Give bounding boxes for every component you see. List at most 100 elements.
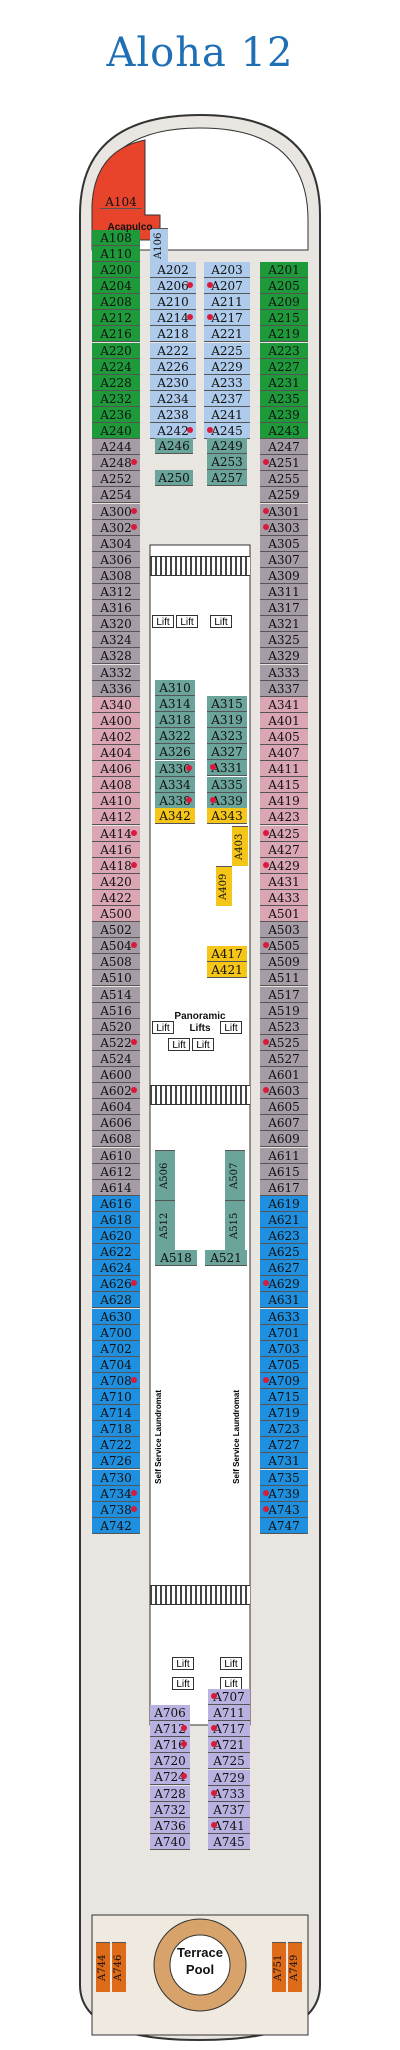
cabin-a751[interactable]: A751: [272, 1942, 286, 1992]
cabin-a517[interactable]: A517: [260, 986, 308, 1003]
cabin-a229[interactable]: A229: [204, 358, 250, 375]
cabin-a336[interactable]: A336: [92, 680, 140, 697]
cabin-a110[interactable]: A110: [92, 246, 140, 262]
cabin-a735[interactable]: A735: [260, 1469, 308, 1486]
cabin-a243[interactable]: A243: [260, 423, 308, 439]
cabin-a725[interactable]: A725: [208, 1753, 250, 1770]
cabin-a240[interactable]: A240: [92, 423, 140, 439]
cabin-a306[interactable]: A306: [92, 551, 140, 568]
cabin-a407[interactable]: A407: [260, 745, 308, 761]
cabin-a302[interactable]: A302: [92, 519, 140, 536]
cabin-a630[interactable]: A630: [92, 1308, 140, 1325]
cabin-a108[interactable]: A108: [92, 230, 140, 246]
cabin-a333[interactable]: A333: [260, 664, 308, 681]
cabin-a602[interactable]: A602: [92, 1083, 140, 1100]
cabin-a603[interactable]: A603: [260, 1083, 308, 1100]
cabin-a209[interactable]: A209: [260, 294, 308, 311]
cabin-a734[interactable]: A734: [92, 1485, 140, 1502]
cabin-a707[interactable]: A707: [208, 1689, 250, 1705]
cabin-a206[interactable]: A206: [150, 278, 196, 295]
cabin-a422[interactable]: A422: [92, 889, 140, 906]
cabin-a236[interactable]: A236: [92, 406, 140, 423]
cabin-a410[interactable]: A410: [92, 793, 140, 810]
cabin-a712[interactable]: A712: [150, 1721, 190, 1738]
cabin-a203[interactable]: A203: [204, 262, 250, 278]
cabin-a723[interactable]: A723: [260, 1421, 308, 1438]
cabin-a335[interactable]: A335: [207, 776, 247, 793]
cabin-a226[interactable]: A226: [150, 358, 196, 375]
cabin-a318[interactable]: A318: [155, 712, 195, 729]
cabin-a216[interactable]: A216: [92, 326, 140, 343]
cabin-a212[interactable]: A212: [92, 310, 140, 327]
cabin-a221[interactable]: A221: [204, 326, 250, 343]
cabin-a508[interactable]: A508: [92, 954, 140, 971]
cabin-a609[interactable]: A609: [260, 1131, 308, 1148]
cabin-a504[interactable]: A504: [92, 938, 140, 955]
cabin-a715[interactable]: A715: [260, 1389, 308, 1405]
cabin-a303[interactable]: A303: [260, 519, 308, 536]
cabin-a334[interactable]: A334: [155, 776, 195, 793]
cabin-a332[interactable]: A332: [92, 664, 140, 681]
cabin-a610[interactable]: A610: [92, 1147, 140, 1164]
cabin-a249[interactable]: A249: [207, 438, 247, 454]
cabin-a259[interactable]: A259: [260, 487, 308, 504]
cabin-a623[interactable]: A623: [260, 1228, 308, 1244]
cabin-a329[interactable]: A329: [260, 648, 308, 665]
cabin-a601[interactable]: A601: [260, 1067, 308, 1083]
cabin-a728[interactable]: A728: [150, 1785, 190, 1802]
cabin-a307[interactable]: A307: [260, 551, 308, 568]
cabin-a522[interactable]: A522: [92, 1034, 140, 1051]
cabin-a343[interactable]: A343: [207, 808, 247, 824]
cabin-a339[interactable]: A339: [207, 792, 247, 809]
cabin-a628[interactable]: A628: [92, 1292, 140, 1309]
cabin-a338[interactable]: A338: [155, 792, 195, 809]
cabin-a717[interactable]: A717: [208, 1721, 250, 1738]
cabin-a703[interactable]: A703: [260, 1340, 308, 1357]
cabin-a251[interactable]: A251: [260, 455, 308, 472]
cabin-a701[interactable]: A701: [260, 1324, 308, 1341]
cabin-a223[interactable]: A223: [260, 342, 308, 359]
cabin-a207[interactable]: A207: [204, 278, 250, 295]
cabin-a521[interactable]: A521: [205, 1250, 247, 1266]
cabin-a215[interactable]: A215: [260, 310, 308, 327]
cabin-a405[interactable]: A405: [260, 728, 308, 745]
cabin-a720[interactable]: A720: [150, 1753, 190, 1770]
cabin-a730[interactable]: A730: [92, 1469, 140, 1486]
cabin-a616[interactable]: A616: [92, 1195, 140, 1212]
cabin-a309[interactable]: A309: [260, 567, 308, 584]
cabin-a337[interactable]: A337: [260, 680, 308, 697]
cabin-a611[interactable]: A611: [260, 1147, 308, 1164]
cabin-a631[interactable]: A631: [260, 1292, 308, 1309]
cabin-a519[interactable]: A519: [260, 1002, 308, 1019]
cabin-a525[interactable]: A525: [260, 1034, 308, 1051]
cabin-a301[interactable]: A301: [260, 503, 308, 520]
cabin-a254[interactable]: A254: [92, 487, 140, 504]
cabin-a710[interactable]: A710: [92, 1389, 140, 1405]
cabin-a228[interactable]: A228: [92, 374, 140, 391]
cabin-a620[interactable]: A620: [92, 1228, 140, 1244]
cabin-a201[interactable]: A201: [260, 262, 308, 278]
cabin-a744[interactable]: A744: [96, 1942, 110, 1992]
cabin-a714[interactable]: A714: [92, 1405, 140, 1422]
cabin-a400[interactable]: A400: [92, 712, 140, 729]
cabin-a421[interactable]: A421: [207, 962, 247, 978]
cabin-a527[interactable]: A527: [260, 1050, 308, 1067]
cabin-a524[interactable]: A524: [92, 1050, 140, 1067]
cabin-a627[interactable]: A627: [260, 1260, 308, 1277]
cabin-a247[interactable]: A247: [260, 439, 308, 456]
cabin-a503[interactable]: A503: [260, 922, 308, 939]
cabin-a316[interactable]: A316: [92, 600, 140, 617]
cabin-a502[interactable]: A502: [92, 922, 140, 939]
cabin-a624[interactable]: A624: [92, 1260, 140, 1277]
cabin-a252[interactable]: A252: [92, 471, 140, 488]
cabin-a331[interactable]: A331: [207, 760, 247, 777]
cabin-a726[interactable]: A726: [92, 1453, 140, 1470]
cabin-a304[interactable]: A304: [92, 535, 140, 552]
cabin-a401[interactable]: A401: [260, 712, 308, 729]
cabin-a233[interactable]: A233: [204, 374, 250, 391]
cabin-a244[interactable]: A244: [92, 439, 140, 456]
cabin-a230[interactable]: A230: [150, 374, 196, 391]
cabin-a704[interactable]: A704: [92, 1356, 140, 1373]
cabin-a248[interactable]: A248: [92, 455, 140, 472]
cabin-a341[interactable]: A341: [260, 696, 308, 713]
